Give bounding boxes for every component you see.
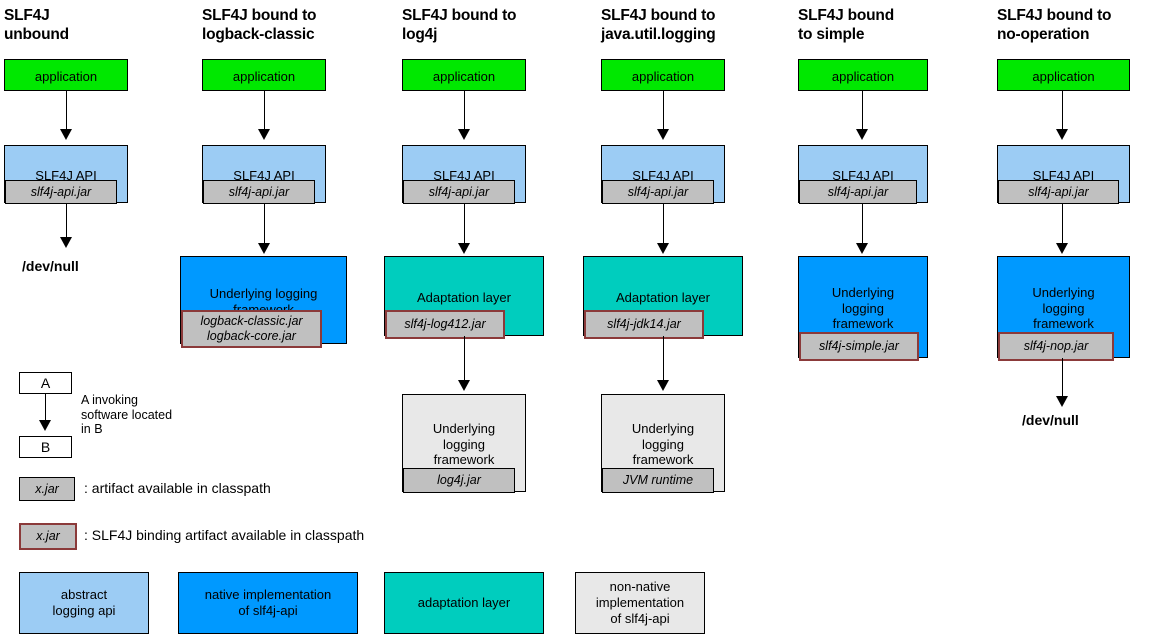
node-label: SLF4J API [832,167,894,183]
legend-chip-artifact: x.jar [19,477,75,501]
arrow-line [1062,91,1063,133]
node-label: Underlying logging framework [432,421,496,468]
column-title-unbound: SLF4J unbound [4,7,69,43]
arrow-line [464,91,465,133]
terminal-devnull-nop: /dev/null [1022,412,1079,428]
column-title-log4j: SLF4J bound to log4j [402,7,517,43]
jar-chip-slf4j-nop: slf4j-nop.jar [998,332,1114,361]
node-label: SLF4J API [433,167,495,183]
jar-chip-slf4j-api: slf4j-api.jar [998,180,1119,204]
arrow-head-icon [458,243,470,254]
legend-binding-artifact-caption: : SLF4J binding artifact available in cl… [84,527,365,543]
node-label: Adaptation layer [417,289,511,305]
arrow-line [464,203,465,247]
terminal-devnull-unbound: /dev/null [22,258,79,274]
column-title-simple: SLF4J bound to simple [798,7,894,43]
arrow-head-icon [258,243,270,254]
node-label: application [34,68,98,84]
node-label: application [232,68,296,84]
arrow-line [45,394,46,424]
node-label: application [1032,68,1095,84]
jar-chip-logback: logback-classic.jar logback-core.jar [181,310,322,348]
column-title-logback: SLF4J bound to logback-classic [202,7,317,43]
arrow-line [1062,358,1063,400]
arrow-line [1062,203,1063,247]
node-label: application [631,68,695,84]
node-application-log4j: application [402,59,526,91]
jar-chip-slf4j-api: slf4j-api.jar [203,180,315,204]
arrow-line [862,203,863,247]
arrow-head-icon [60,237,72,248]
node-application-logback: application [202,59,326,91]
arrow-head-icon [258,129,270,140]
jar-chip-slf4j-api: slf4j-api.jar [799,180,917,204]
node-label: Underlying logging framework [1032,285,1095,332]
arrow-line [264,203,265,247]
jar-chip-slf4j-simple: slf4j-simple.jar [799,332,919,361]
column-title-nop: SLF4J bound to no-operation [997,7,1112,43]
arrow-line [66,203,67,241]
arrow-head-icon [1056,396,1068,407]
arrow-head-icon [39,420,51,431]
node-label: application [432,68,496,84]
arrow-line [663,336,664,384]
arrow-line [663,91,664,133]
jar-chip-slf4j-api: slf4j-api.jar [602,180,714,204]
arrow-head-icon [1056,129,1068,140]
legend-box-b: B [19,436,72,458]
jar-chip-slf4j-jdk14: slf4j-jdk14.jar [584,310,704,339]
legend-artifact-caption: : artifact available in classpath [84,480,271,496]
node-label: SLF4J API [233,167,295,183]
node-application-unbound: application [4,59,128,91]
arrow-head-icon [657,380,669,391]
arrow-line [264,91,265,133]
node-application-jul: application [601,59,725,91]
legend-chip-binding-artifact: x.jar [19,523,77,550]
color-key-adaptation-layer: adaptation layer [384,572,544,634]
node-application-nop: application [997,59,1130,91]
node-label: Underlying logging framework [831,285,895,332]
arrow-line [66,91,67,133]
jar-chip-slf4j-api: slf4j-api.jar [5,180,117,204]
color-key-native-impl: native implementation of slf4j-api [178,572,358,634]
node-label: SLF4J API [632,167,694,183]
arrow-head-icon [856,243,868,254]
node-label: Adaptation layer [616,289,710,305]
node-label: Underlying logging framework [631,421,695,468]
color-key-non-native-impl: non-native implementation of slf4j-api [575,572,705,634]
node-label: SLF4J API [35,167,97,183]
arrow-head-icon [856,129,868,140]
node-label: SLF4J API [1032,167,1095,183]
arrow-head-icon [458,380,470,391]
arrow-head-icon [458,129,470,140]
arrow-head-icon [60,129,72,140]
column-title-jul: SLF4J bound to java.util.logging [601,7,716,43]
arrow-head-icon [657,243,669,254]
legend-box-a: A [19,372,72,394]
jar-chip-slf4j-log4j: slf4j-log412.jar [385,310,505,339]
arrow-line [862,91,863,133]
jar-chip-slf4j-api: slf4j-api.jar [403,180,515,204]
jar-chip-log4j: log4j.jar [403,468,515,493]
node-label: application [831,68,895,84]
arrow-head-icon [657,129,669,140]
node-application-simple: application [798,59,928,91]
color-key-abstract-api: abstract logging api [19,572,149,634]
jar-chip-jvm-runtime: JVM runtime [602,468,714,493]
arrow-line [663,203,664,247]
arrow-head-icon [1056,243,1068,254]
legend-invocation-caption: A invoking software located in B [81,393,173,436]
arrow-line [464,336,465,384]
